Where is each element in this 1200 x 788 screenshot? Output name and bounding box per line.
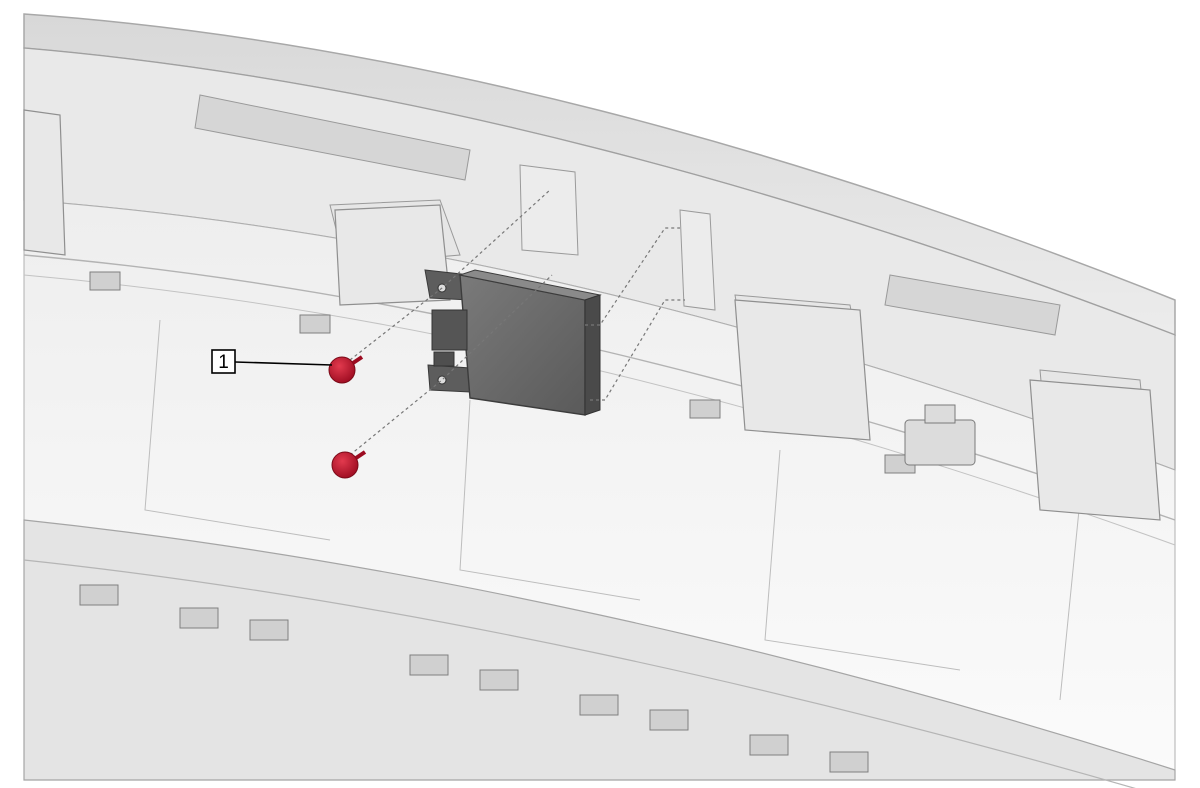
lower-strip-edge	[23, 559, 1136, 788]
rail-upper	[23, 254, 1176, 521]
panel-seams	[144, 319, 1081, 701]
connector-icon	[904, 404, 976, 466]
rail-lower	[23, 274, 1176, 546]
callout-label: 1	[218, 352, 229, 373]
leader-lines	[349, 189, 685, 456]
clip-icon	[79, 271, 916, 773]
callout-leader	[234, 361, 333, 366]
radar-module-icon	[424, 269, 602, 416]
callout-box	[211, 349, 236, 374]
mounting-bracket-icon	[23, 109, 1161, 521]
lower-strip	[23, 519, 1176, 781]
screw-icon	[328, 355, 367, 479]
callout-1: 1	[211, 349, 333, 374]
